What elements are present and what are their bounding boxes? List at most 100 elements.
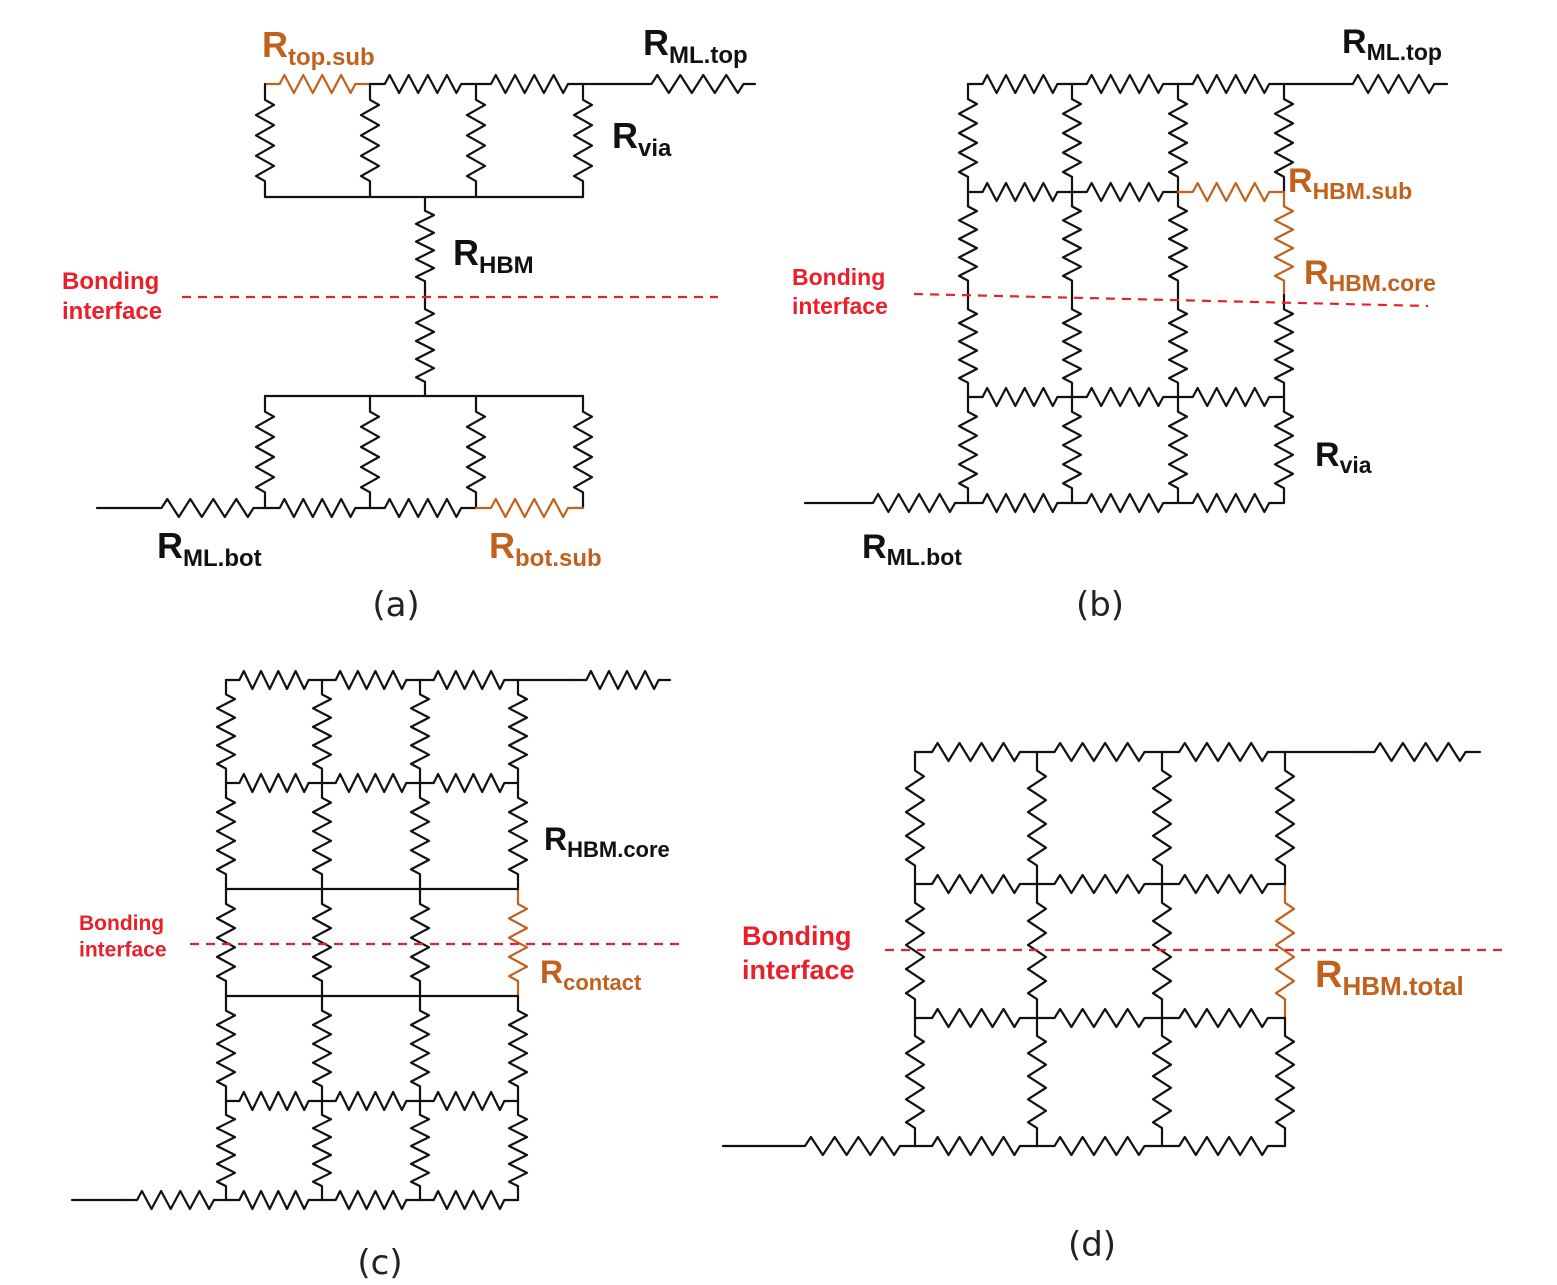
resistor: [224, 1189, 324, 1211]
resistor: [572, 394, 594, 510]
bonding-interface-label: Bonding: [742, 921, 851, 951]
caption-a: (a): [372, 585, 419, 625]
bonding-interface-label: interface: [792, 293, 888, 319]
resistor: [465, 82, 487, 199]
resistor: [1160, 1135, 1287, 1157]
resistor: [1160, 741, 1287, 763]
bonding-interface-label: Bonding: [62, 268, 159, 295]
resistor: [215, 678, 237, 785]
label-r-top-sub: Rtop.sub: [262, 24, 375, 71]
resistor: [858, 492, 970, 514]
resistor: [320, 772, 422, 794]
resistor: [224, 669, 324, 691]
label-r-hbm-core: RHBM.core: [544, 821, 670, 862]
resistor: [311, 678, 333, 785]
resistor: [966, 181, 1074, 203]
resistor: [123, 1189, 228, 1211]
resistor: [1274, 1016, 1296, 1148]
label-r-hbm: RHBM: [453, 232, 534, 279]
label-r-ml-bot: RML.bot: [862, 528, 962, 570]
resistor: [1026, 750, 1048, 886]
resistor: [224, 1090, 324, 1112]
caption-c: (c): [357, 1243, 402, 1283]
resistor: [1273, 82, 1295, 194]
resistor: [474, 73, 585, 95]
bonding-interface-line: [913, 292, 1429, 308]
resistor: [1026, 1016, 1048, 1148]
resistor: [1338, 73, 1449, 95]
resistor: [418, 669, 520, 691]
resistor: [1167, 82, 1189, 194]
resistor: [409, 1099, 431, 1202]
resistor: [957, 293, 979, 399]
resistor: [507, 678, 529, 785]
resistor: [966, 492, 1074, 514]
resistor: [148, 497, 267, 519]
resistor: [311, 887, 333, 998]
resistor: [418, 1090, 520, 1112]
resistor: [1035, 1007, 1164, 1029]
resistor: [263, 497, 372, 519]
resistor: [409, 994, 431, 1103]
label-r-ml-bot: RML.bot: [157, 525, 262, 572]
resistor: [1061, 293, 1083, 399]
resistor: [957, 395, 979, 505]
caption-b: (b): [1076, 585, 1124, 625]
resistor: [572, 82, 594, 199]
resistor: [414, 195, 436, 297]
resistor: [904, 882, 926, 1020]
caption-d: (d): [1068, 1225, 1116, 1265]
resistor: [359, 82, 381, 199]
resistor: [1167, 190, 1189, 297]
resistor: [904, 1016, 926, 1148]
resistor: [215, 887, 237, 998]
resistor: [1167, 395, 1189, 505]
resistor: [1274, 750, 1296, 886]
resistor: [320, 669, 422, 691]
resistor: [359, 394, 381, 510]
resistor: [418, 772, 520, 794]
resistor: [409, 887, 431, 998]
resistor: [913, 873, 1039, 895]
resistor: [507, 781, 529, 891]
label-r-hbm-sub: RHBM.sub: [1288, 162, 1412, 204]
bonding-interface-label: Bonding: [792, 264, 885, 290]
resistor: [311, 1099, 333, 1202]
resistor: [957, 82, 979, 194]
resistor: [1070, 181, 1180, 203]
resistor: [913, 1007, 1039, 1029]
label-r-ml-top: RML.top: [643, 22, 748, 69]
label-r-via: Rvia: [1315, 436, 1372, 478]
resistor: [368, 73, 478, 95]
label-r-contact: Rcontact: [540, 954, 642, 995]
resistor: [1035, 741, 1164, 763]
resistor: [215, 781, 237, 891]
resistor: [1061, 82, 1083, 194]
resistor: [788, 1135, 917, 1157]
resistor: [1273, 395, 1295, 505]
resistor: [957, 190, 979, 297]
resistor: [320, 1189, 422, 1211]
resistor: [1176, 73, 1286, 95]
resistor: [1160, 1007, 1287, 1029]
highlighted-resistor: [1273, 190, 1295, 297]
resistor: [966, 73, 1074, 95]
highlighted-resistor: [507, 887, 529, 998]
bonding-interface-label: interface: [79, 938, 167, 961]
resistor: [1061, 190, 1083, 297]
label-r-via: Rvia: [612, 115, 672, 162]
resistor: [1070, 73, 1180, 95]
resistor: [1035, 1135, 1164, 1157]
resistor: [215, 1099, 237, 1202]
resistor: [913, 1135, 1039, 1157]
resistor: [507, 994, 529, 1103]
highlighted-resistor: [263, 73, 372, 95]
resistor: [638, 73, 757, 95]
resistor: [573, 669, 672, 691]
resistor: [1358, 741, 1482, 763]
resistor: [1151, 750, 1173, 886]
